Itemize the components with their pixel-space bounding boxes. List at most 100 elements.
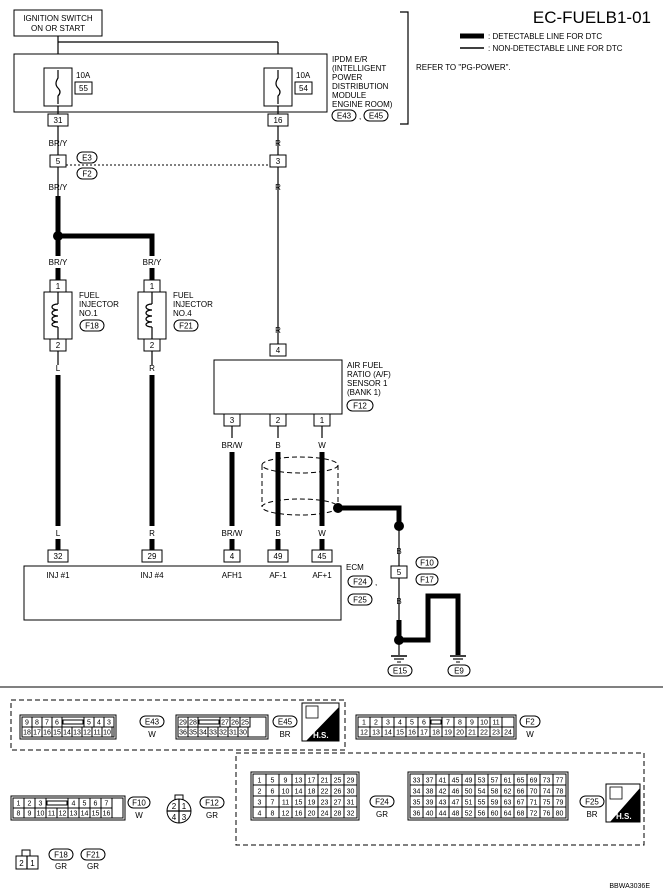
conn-f18-view-color: GR <box>55 862 67 871</box>
svg-text:NO.1: NO.1 <box>79 309 98 318</box>
refer-text: REFER TO "PG-POWER". <box>416 63 511 72</box>
connector-pin-label: 61 <box>504 778 512 785</box>
connector-pin-label: 18 <box>23 730 31 737</box>
connector-pin-label: 35 <box>189 730 197 737</box>
wire-label-bry-1: BR/Y <box>49 139 68 148</box>
joint2-pin: 5 <box>397 568 402 577</box>
connector-pin-label: 6 <box>271 789 275 796</box>
connector-pin-label: 24 <box>504 730 512 737</box>
connector-pin-label: 1 <box>362 720 366 727</box>
connector-pin-label: 16 <box>295 811 303 818</box>
svg-text:2: 2 <box>172 802 177 811</box>
connector-pin-label: 10 <box>282 789 290 796</box>
conn-f17-label: F17 <box>420 576 434 585</box>
connector-pin-label: 57 <box>491 778 499 785</box>
svg-text:AIR FUEL: AIR FUEL <box>347 361 384 370</box>
conn-f21-view-color: GR <box>87 862 99 871</box>
connector-pin-label: 12 <box>282 811 290 818</box>
connector-pin-label: 14 <box>63 730 71 737</box>
fuse-55-amp: 10A <box>76 71 91 80</box>
wire-label-bry-2: BR/Y <box>49 183 68 192</box>
af-sensor-label: AIR FUEL RATIO (A/F) SENSOR 1 (BANK 1) <box>347 361 391 397</box>
conn-e43-view-pill <box>139 715 165 728</box>
connector-pin-label: 33 <box>209 730 217 737</box>
ground-e9-label: E9 <box>454 667 464 676</box>
ignition-line1: IGNITION SWITCH <box>23 14 93 23</box>
inj4-pin-top: 1 <box>150 282 155 291</box>
ecm-pin-45: 45 <box>318 552 327 561</box>
connector-pin-label: 13 <box>73 730 81 737</box>
svg-text:H.S.: H.S. <box>616 812 632 821</box>
conn-f2-view-pill <box>519 715 541 728</box>
ecm-pin-32: 32 <box>54 552 63 561</box>
conn-f10-label: F10 <box>420 559 434 568</box>
conn-f18-view-pill <box>48 848 74 861</box>
conn-f18-label: F18 <box>85 322 99 331</box>
svg-text:IPDM E/R: IPDM E/R <box>332 55 368 64</box>
connector-f18-f21-face: 2 1 <box>15 849 39 870</box>
connector-pin-label: 15 <box>396 730 404 737</box>
conn-f25-label: F25 <box>353 596 367 605</box>
conn-f24-view-code: F24 <box>375 798 389 807</box>
connector-pin-label: 17 <box>33 730 41 737</box>
connector-pin-label: 25 <box>334 778 342 785</box>
connector-pin-label: 21 <box>321 778 329 785</box>
connector-pin-label: 55 <box>478 800 486 807</box>
ecm-terminal-inj1: INJ #1 <box>46 571 70 580</box>
connector-pin-label: 6 <box>94 801 98 808</box>
connector-pin-label: 50 <box>465 789 473 796</box>
ecm-terminal-af-1: AF-1 <box>269 571 287 580</box>
ecm-pin-45-box <box>311 549 333 563</box>
injector1-coil-icon <box>51 303 59 328</box>
ground-e9-pill <box>447 664 471 677</box>
wire-label-brw-2: BR/W <box>222 529 243 538</box>
joint1-pin-5: 5 <box>56 157 61 166</box>
conn-f25-pill <box>347 593 373 606</box>
connector-pin-label: 3 <box>258 800 262 807</box>
connector-pin-label: 13 <box>295 778 303 785</box>
af-pin-4-box <box>269 343 287 357</box>
connector-pin-label: 67 <box>517 800 525 807</box>
connector-pin-label: 78 <box>556 789 564 796</box>
connector-pin-label: 13 <box>372 730 380 737</box>
connector-pin-label: 15 <box>53 730 61 737</box>
ecm-box <box>23 565 342 621</box>
fuse-54-num: 54 <box>299 84 308 93</box>
connector-pin-label: 5 <box>410 720 414 727</box>
af-pin-4: 4 <box>276 346 281 355</box>
connector-pin-label: 29 <box>179 720 187 727</box>
injector4-label: FUEL INJECTOR NO.4 <box>173 291 213 318</box>
connector-pin-label: 30 <box>239 730 247 737</box>
wire-label-brw-1: BR/W <box>222 441 243 450</box>
connector-pin-label: 16 <box>103 811 111 818</box>
conn-f2-label: F2 <box>82 170 92 179</box>
connector-pin-label: 12 <box>360 730 368 737</box>
footer-code: BBWA3036E <box>609 883 650 890</box>
svg-text:RATIO (A/F): RATIO (A/F) <box>347 370 391 379</box>
connector-pin-label: 21 <box>468 730 476 737</box>
connector-pin-label: 34 <box>413 789 421 796</box>
conn-e45-pill <box>363 109 389 122</box>
legend-detectable: : DETECTABLE LINE FOR DTC <box>488 32 602 41</box>
connector-pin-label: 9 <box>28 811 32 818</box>
connector-pin-label: 2 <box>258 789 262 796</box>
wire-label-r-3: R <box>275 326 281 335</box>
ecm-terminal-af+1: AF+1 <box>312 571 332 580</box>
conn-e3-label: E3 <box>82 154 92 163</box>
wire-label-b-1: B <box>275 441 280 450</box>
connector-pin-label: 8 <box>458 720 462 727</box>
connector-pin-label: 5 <box>271 778 275 785</box>
svg-text:SENSOR 1: SENSOR 1 <box>347 379 388 388</box>
connector-pin-label: 2 <box>28 801 32 808</box>
conn-f18-view-code: F18 <box>54 851 68 860</box>
connector-pin-label: 71 <box>530 800 538 807</box>
connector-pin-cell <box>552 806 567 819</box>
wire-splice-to-inj4 <box>58 233 155 256</box>
connector-pin-label: 70 <box>530 789 538 796</box>
ecm-pin-4-box <box>223 549 241 563</box>
connector-pin-label: 9 <box>470 720 474 727</box>
connector-pin-label: 26 <box>334 789 342 796</box>
wire-shield-drain <box>338 505 402 526</box>
